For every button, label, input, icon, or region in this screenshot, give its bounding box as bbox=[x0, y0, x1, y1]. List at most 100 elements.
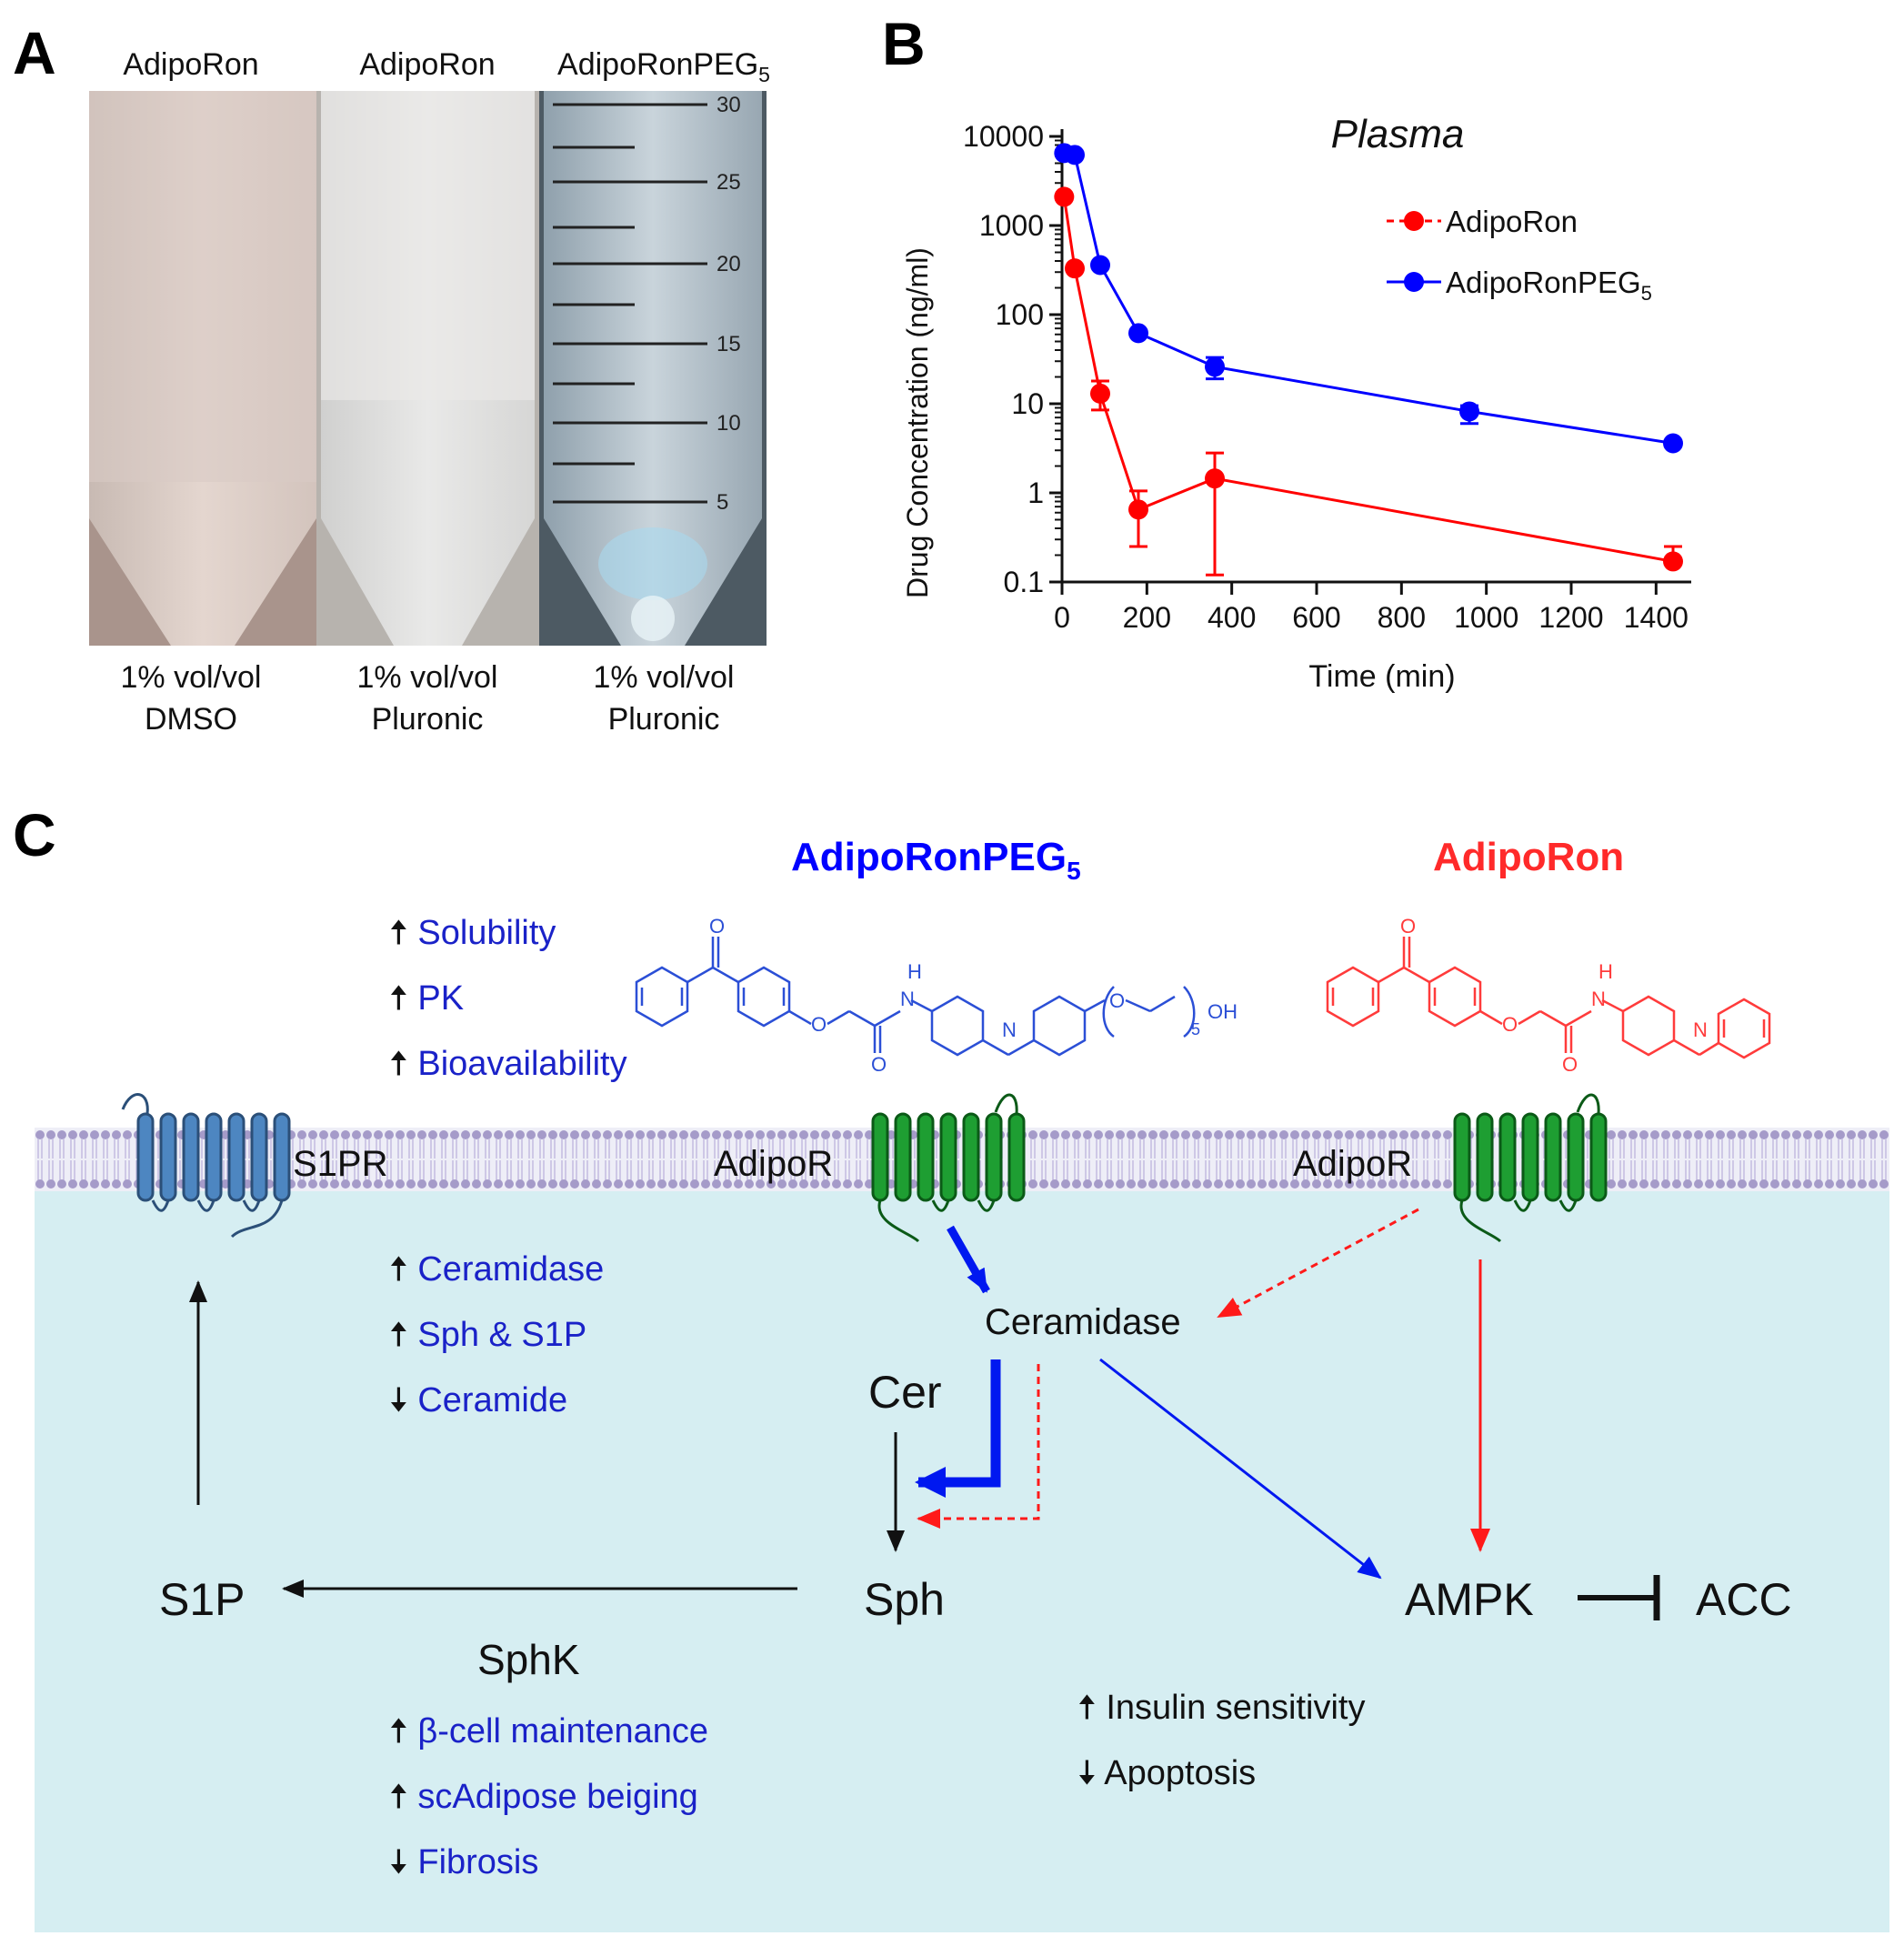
benefits-mid: 🠅 Ceramidase 🠅 Sph & S1P 🠇 Ceramide bbox=[389, 1237, 604, 1433]
ar-n-ring: N bbox=[1693, 1018, 1708, 1041]
benefit-ceramide: 🠇 Ceramide bbox=[389, 1381, 568, 1419]
graduation-25: 25 bbox=[717, 170, 741, 195]
data-point-peg bbox=[1128, 323, 1148, 344]
node-acc: ACC bbox=[1696, 1574, 1792, 1625]
benefit-bioavailability: 🠅 Bioavailability bbox=[389, 1045, 627, 1083]
y-tick-label: 10000 bbox=[963, 120, 1044, 153]
data-point-adiporon bbox=[1205, 468, 1225, 489]
data-point-adiporon bbox=[1090, 383, 1110, 404]
benefit-solubility: 🠅 Solubility bbox=[389, 914, 556, 952]
chart-legend: AdipoRon AdipoRonPEG5 bbox=[1387, 205, 1652, 305]
y-tick-label: 0.1 bbox=[1004, 566, 1044, 598]
benefits-top: 🠅 Solubility 🠅 PK 🠅 Bioavailability bbox=[389, 900, 627, 1097]
x-tick-label: 200 bbox=[1123, 601, 1171, 634]
x-tick-label: 1200 bbox=[1538, 601, 1603, 634]
x-tick-label: 600 bbox=[1292, 601, 1340, 634]
peg-n-ring: N bbox=[1002, 1018, 1017, 1041]
panel-b-letter: B bbox=[882, 10, 926, 77]
adipor-right-label: AdipoR bbox=[1293, 1144, 1413, 1184]
benefit-beta-cell: 🠅 β-cell maintenance bbox=[389, 1712, 709, 1750]
cytoplasm bbox=[35, 1169, 1889, 1932]
s1pr-label: S1PR bbox=[293, 1144, 388, 1184]
data-point-peg bbox=[1205, 356, 1225, 377]
data-point-peg bbox=[1663, 433, 1683, 454]
node-sphk: SphK bbox=[477, 1636, 580, 1683]
tube-photo: 30 25 20 15 10 5 bbox=[89, 91, 767, 646]
effect-insulin: 🠅 Insulin sensitivity bbox=[1077, 1689, 1366, 1727]
tube-2-title: AdipoRon bbox=[359, 47, 496, 82]
ar-o-amide: O bbox=[1562, 1053, 1578, 1076]
chart-series bbox=[1054, 143, 1683, 577]
peg-n-amide: N bbox=[900, 988, 915, 1010]
peg-o-amide: O bbox=[871, 1053, 887, 1076]
peg-oh: OH bbox=[1208, 1000, 1238, 1023]
peg-nh: H bbox=[907, 960, 922, 983]
panel-c-letter: C bbox=[13, 801, 56, 868]
tube-3-title: AdipoRonPEG5 bbox=[557, 47, 770, 86]
peg-o-ether: O bbox=[811, 1013, 827, 1036]
adiporon-title: AdipoRon bbox=[1433, 835, 1625, 879]
y-axis-label: Drug Concentration (ng/ml) bbox=[901, 247, 934, 598]
data-point-adiporon bbox=[1128, 499, 1148, 520]
chart-title: Plasma bbox=[1331, 112, 1465, 156]
benefit-beiging: 🠅 scAdipose beiging bbox=[389, 1778, 698, 1816]
benefit-ceramidase: 🠅 Ceramidase bbox=[389, 1250, 605, 1289]
node-ampk: AMPK bbox=[1405, 1574, 1534, 1625]
data-point-adiporon bbox=[1065, 258, 1085, 279]
data-point-adiporon bbox=[1663, 551, 1683, 572]
node-s1p: S1P bbox=[159, 1574, 246, 1625]
graduation-20: 20 bbox=[717, 252, 741, 276]
y-tick-label: 1 bbox=[1027, 476, 1044, 509]
graduation-15: 15 bbox=[717, 332, 741, 356]
adipor-left-label: AdipoR bbox=[714, 1144, 834, 1184]
benefit-pk: 🠅 PK bbox=[389, 979, 465, 1018]
receptors-layer bbox=[121, 1093, 1608, 1243]
peg-o-peg: O bbox=[1109, 989, 1125, 1012]
legend-peg-marker bbox=[1404, 272, 1424, 292]
data-point-peg bbox=[1459, 401, 1479, 422]
panel-a-letter: A bbox=[13, 19, 56, 86]
y-tick-label: 10 bbox=[1011, 387, 1044, 420]
benefit-fibrosis: 🠇 Fibrosis bbox=[389, 1843, 539, 1881]
ar-n-amide: N bbox=[1591, 988, 1606, 1010]
x-tick-label: 1000 bbox=[1454, 601, 1518, 634]
legend-adiporon-label: AdipoRon bbox=[1446, 205, 1578, 238]
peg-o-top: O bbox=[709, 915, 725, 938]
adipor-receptor-right bbox=[1453, 1093, 1608, 1243]
adiporonpeg5-title: AdipoRonPEG5 bbox=[791, 835, 1081, 885]
benefit-sph-s1p: 🠅 Sph & S1P bbox=[389, 1316, 587, 1354]
x-tick-label: 800 bbox=[1378, 601, 1426, 634]
legend-adiporon-marker bbox=[1404, 211, 1424, 231]
data-point-peg bbox=[1065, 145, 1085, 166]
y-tick-label: 1000 bbox=[979, 209, 1044, 242]
adiporon-structure: O O O H N N bbox=[1326, 915, 1771, 1076]
x-tick-label: 1400 bbox=[1624, 601, 1689, 634]
s1pr-receptor bbox=[121, 1093, 291, 1239]
x-tick-label: 400 bbox=[1208, 601, 1256, 634]
node-cer: Cer bbox=[868, 1367, 942, 1418]
y-tick-label: 100 bbox=[996, 298, 1044, 331]
data-point-peg bbox=[1090, 255, 1110, 276]
legend-peg-label: AdipoRonPEG5 bbox=[1446, 266, 1652, 305]
node-ceramidase: Ceramidase bbox=[985, 1302, 1181, 1342]
ar-o-ether: O bbox=[1502, 1013, 1518, 1036]
tube-1-title: AdipoRon bbox=[123, 47, 259, 82]
graduation-5: 5 bbox=[717, 490, 728, 515]
data-point-adiporon bbox=[1054, 186, 1075, 207]
adiporonpeg5-structure: O O O H N N O 5 OH bbox=[635, 915, 1238, 1076]
ar-o-top: O bbox=[1400, 915, 1416, 938]
peg-n5: 5 bbox=[1191, 1020, 1200, 1038]
graduation-30: 30 bbox=[717, 93, 741, 117]
node-sph: Sph bbox=[864, 1574, 945, 1625]
effects-black: 🠅 Insulin sensitivity 🠇 Apoptosis bbox=[1077, 1675, 1365, 1806]
effect-apoptosis: 🠇 Apoptosis bbox=[1077, 1754, 1257, 1792]
benefits-bottom: 🠅 β-cell maintenance 🠅 scAdipose beiging… bbox=[389, 1699, 708, 1895]
ar-nh: H bbox=[1598, 960, 1613, 983]
series-line-adiporon bbox=[1062, 196, 1674, 563]
x-axis-label: Time (min) bbox=[1308, 659, 1455, 694]
